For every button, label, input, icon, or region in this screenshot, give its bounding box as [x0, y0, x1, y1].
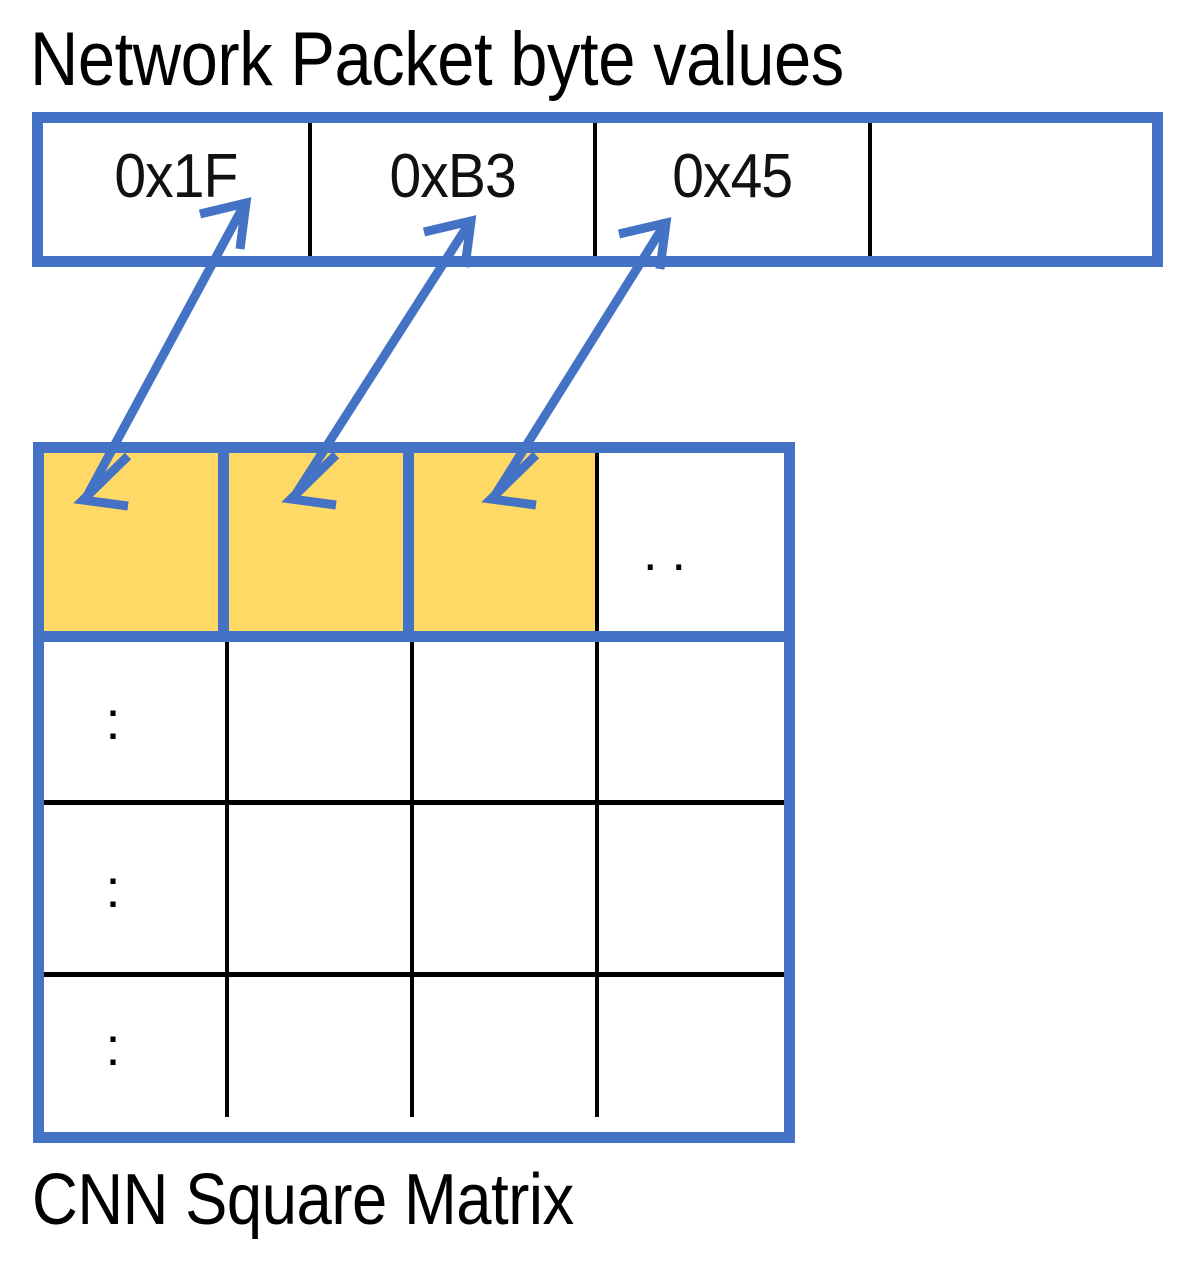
matrix-cell-r2c2: [229, 642, 414, 800]
matrix-cell-r4c1: :: [44, 977, 229, 1117]
packet-cell-2: 0xB3: [312, 123, 597, 256]
packet-cell-1: 0x1F: [43, 123, 312, 256]
packet-byte-table: 0x1F 0xB3 0x45: [32, 112, 1163, 267]
packet-cell-2-label: 0xB3: [389, 141, 516, 211]
vertical-ellipsis-icon: :: [83, 1017, 143, 1077]
page-title: Network Packet byte values: [30, 17, 844, 102]
matrix-cell-r2c3: [414, 642, 599, 800]
vertical-ellipsis-icon: :: [83, 691, 143, 751]
packet-cell-3-label: 0x45: [672, 141, 793, 211]
matrix-cell-r3c4: [599, 805, 784, 972]
cnn-square-matrix: .. : : :: [33, 442, 795, 1143]
matrix-cell-r4c3: [414, 977, 599, 1117]
packet-cell-3: 0x45: [597, 123, 872, 256]
matrix-cell-r1c3: [414, 453, 599, 631]
matrix-row-3: :: [44, 805, 784, 977]
matrix-cell-r3c3: [414, 805, 599, 972]
matrix-cell-r4c2: [229, 977, 414, 1117]
matrix-cell-r1c1: [44, 453, 229, 631]
matrix-cell-r1c2: [229, 453, 414, 631]
matrix-caption: CNN Square Matrix: [32, 1160, 574, 1240]
matrix-cell-r4c4: [599, 977, 784, 1117]
matrix-row-4: :: [44, 977, 784, 1117]
matrix-row-1: ..: [44, 453, 784, 642]
matrix-cell-r1c4: ..: [599, 453, 784, 631]
matrix-row-2: :: [44, 642, 784, 805]
matrix-cell-r2c1: :: [44, 642, 229, 800]
matrix-cell-r2c4: [599, 642, 784, 800]
matrix-cell-r3c1: :: [44, 805, 229, 972]
horizontal-ellipsis-icon: ..: [643, 524, 700, 582]
packet-cell-1-label: 0x1F: [113, 141, 238, 211]
matrix-cell-r3c2: [229, 805, 414, 972]
vertical-ellipsis-icon: :: [83, 858, 143, 919]
packet-cell-4: [872, 123, 1152, 256]
